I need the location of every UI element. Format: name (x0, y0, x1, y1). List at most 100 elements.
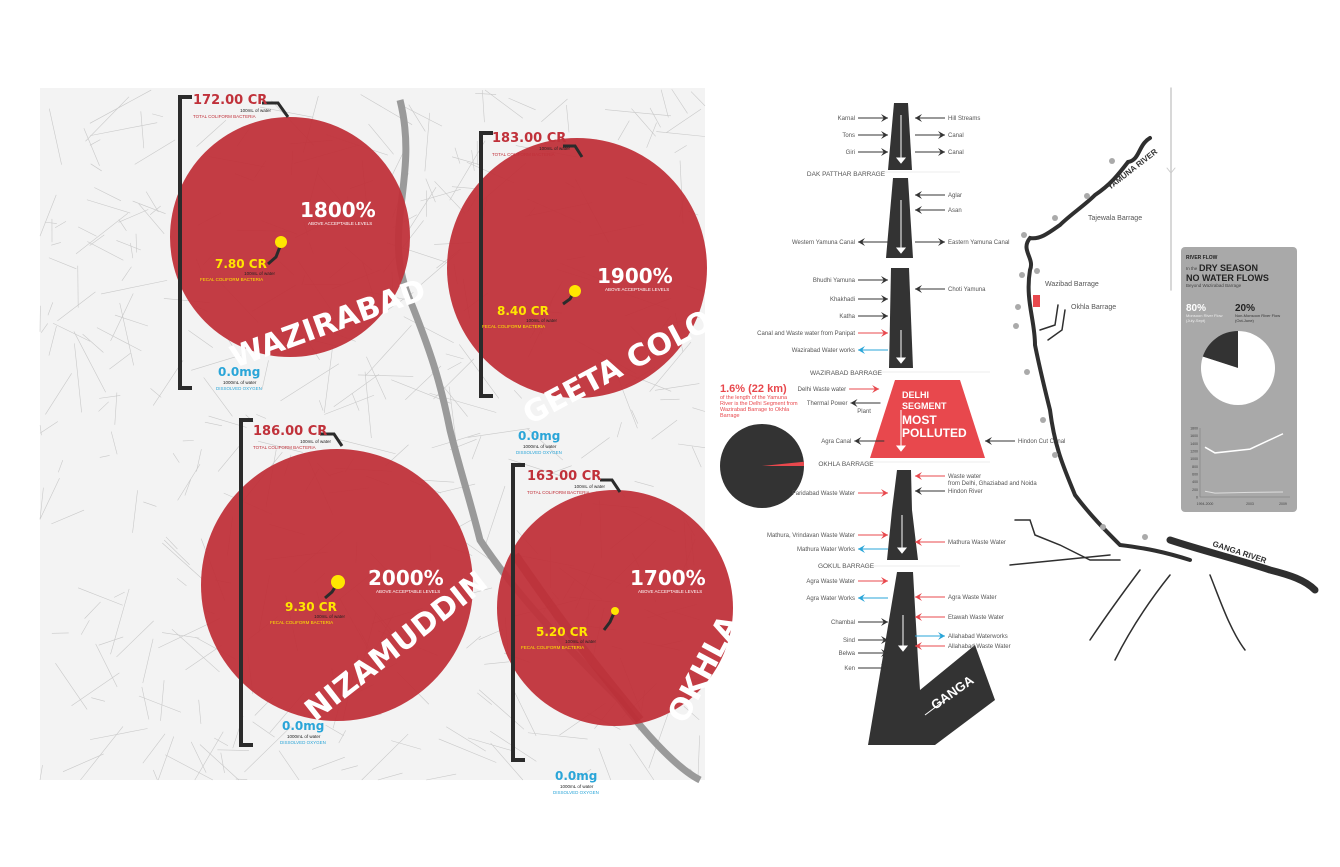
flow-label-mathura-works: Mathura Water Works (797, 547, 855, 553)
monsoon-pct: 80% (1186, 303, 1206, 314)
arrowhead-icon (915, 114, 922, 122)
arrowhead-icon (881, 489, 888, 497)
non-monsoon-slice (1202, 331, 1238, 368)
fecal-unit: 100mL of water (314, 614, 345, 619)
flow-label-choti: Choti Yamuna (948, 287, 986, 293)
most-polluted-label: POLLUTED (902, 426, 967, 440)
wazirabad-marker (1033, 295, 1040, 307)
flow-label-wazirabad-works: Wazirabad Water works (792, 348, 855, 354)
oxygen-value: 0.0mg (518, 429, 560, 443)
wazirabad-circle[interactable] (170, 117, 410, 357)
total-label: TOTAL COLIFORM BACTERIA (492, 152, 555, 157)
dry-season-label: DRY SEASON (1199, 263, 1258, 273)
oxygen-value: 0.0mg (218, 365, 260, 379)
fecal-label: FECAL COLIFORM BACTERIA (200, 277, 263, 282)
arrowhead-icon (938, 238, 945, 246)
flow-label-hindon-cut: Hindon Cut Canal (1018, 439, 1065, 445)
monsoon-slice (1200, 331, 1276, 405)
arrowhead-icon (915, 642, 922, 650)
fecal-dots (275, 236, 619, 615)
x-tick-label: 2003 (1246, 502, 1254, 506)
arrowhead-icon (915, 191, 922, 199)
total-label: TOTAL COLIFORM BACTERIA (193, 114, 256, 119)
barrage-label: DAK PATTHAR BARRAGE (807, 171, 886, 178)
delhi-segment-title: DELHI (902, 390, 929, 400)
flow-label-canal1: Canal (948, 133, 964, 139)
flow-label-hill-streams: Hill Streams (948, 116, 980, 122)
flow-label-mathura-vrindavan: Mathura, Vrindavan Waste Water (767, 533, 855, 539)
total-unit: 100mL of water (539, 146, 570, 151)
arrowhead-icon (915, 472, 922, 480)
percent-value: 2000% (368, 566, 444, 590)
arrowhead-icon (985, 437, 992, 445)
flow-label-waste-dgn2: from Delhi, Ghaziabad and Noida (948, 481, 1037, 487)
fecal-label: FECAL COLIFORM BACTERIA (521, 645, 584, 650)
fecal-unit: 100mL of water (244, 271, 275, 276)
total-label: TOTAL COLIFORM BACTERIA (253, 445, 316, 450)
arrowhead-icon (915, 285, 922, 293)
percent-value: 1700% (630, 566, 706, 590)
non-monsoon-label: (Oct-June) (1235, 318, 1255, 323)
monsoon-label: (July-Sept) (1186, 318, 1206, 323)
flow-label-waste-dgn1: Waste water (948, 474, 981, 480)
flow-label-agra-waste-r: Agra Waste Water (948, 595, 997, 601)
flow-label-tons: Tons (842, 133, 855, 139)
arrowhead-icon (858, 346, 865, 354)
fecal-value: 8.40 CR (497, 304, 549, 318)
channel-segment-1 (888, 103, 912, 170)
percent-value: 1900% (597, 264, 673, 288)
fecal-label: FECAL COLIFORM BACTERIA (482, 324, 545, 329)
arrowhead-icon (858, 238, 865, 246)
river-route-map (1009, 87, 1319, 661)
total-coliform-value: 186.00 CR (253, 424, 327, 439)
arrowhead-icon (881, 114, 888, 122)
flow-label-mathura-waste: Mathura Waste Water (948, 540, 1006, 546)
arrowhead-icon (872, 385, 880, 393)
y-tick-label: 1000 (1190, 457, 1198, 461)
percent-label: ABOVE ACCEPTABLE LEVELS (308, 221, 372, 226)
geeta-colony-circle[interactable] (447, 138, 707, 398)
barrage-label: OKHLA BARRAGE (818, 461, 874, 468)
y-tick-label: 1400 (1190, 442, 1198, 446)
flow-label-karnal: Karnal (838, 116, 855, 122)
total-unit: 100mL of water (240, 108, 271, 113)
arrowhead-icon (915, 206, 922, 214)
flow-label-agra-waste-l: Agra Waste Water (806, 579, 855, 585)
arrowhead-icon (915, 538, 922, 546)
ganga-route (1166, 536, 1319, 594)
flow-label-hindon-river: Hindon River (948, 489, 983, 495)
flow-label-agra-canal: Agra Canal (821, 439, 851, 445)
non-monsoon-label: Non-Monsoon River Flow (1235, 313, 1280, 318)
channel-segment-3 (889, 268, 913, 368)
oxygen-unit: 1000mL of water (560, 784, 594, 789)
channel-segment-2 (886, 178, 913, 258)
flow-label-katha: Katha (839, 314, 855, 320)
river-flow-diagram (860, 103, 995, 745)
fecal-value: 7.80 CR (215, 257, 267, 271)
oxygen-label: DISSOLVED OXYGEN (216, 386, 262, 391)
flow-label-panipat: Canal and Waste water from Panipat (757, 331, 855, 337)
arrowhead-icon (915, 487, 922, 495)
oxygen-value: 0.0mg (282, 719, 324, 733)
total-coliform-value: 172.00 CR (193, 93, 267, 108)
arrowhead-icon (938, 632, 945, 640)
chart-axes (1199, 428, 1290, 498)
percent-label: ABOVE ACCEPTABLE LEVELS (376, 589, 440, 594)
flow-label-agra-works: Agra Water Works (806, 596, 855, 602)
card-title: RIVER FLOW (1186, 255, 1218, 261)
arrowhead-icon (881, 329, 888, 337)
arrowhead-icon (881, 295, 888, 303)
y-tick-label: 200 (1192, 488, 1198, 492)
flow-label-canal2: Canal (948, 150, 964, 156)
tajewala-barrage-label: Tajewala Barrage (1088, 215, 1142, 222)
y-tick-label: 400 (1192, 480, 1198, 484)
arrowhead-icon (850, 399, 858, 407)
delhi-share-description: Barrage (720, 413, 740, 419)
flow-label-delhi-waste: Delhi Waste water (798, 387, 846, 393)
flow-label-thermal2: Plant (857, 409, 871, 415)
delhi-share-slice (762, 461, 804, 466)
percent-label: ABOVE ACCEPTABLE LEVELS (638, 589, 702, 594)
chart-line-series-lower (1204, 490, 1284, 494)
arrowhead-icon (881, 664, 888, 672)
monsoon-label: Monsoon River Flow (1186, 313, 1223, 318)
